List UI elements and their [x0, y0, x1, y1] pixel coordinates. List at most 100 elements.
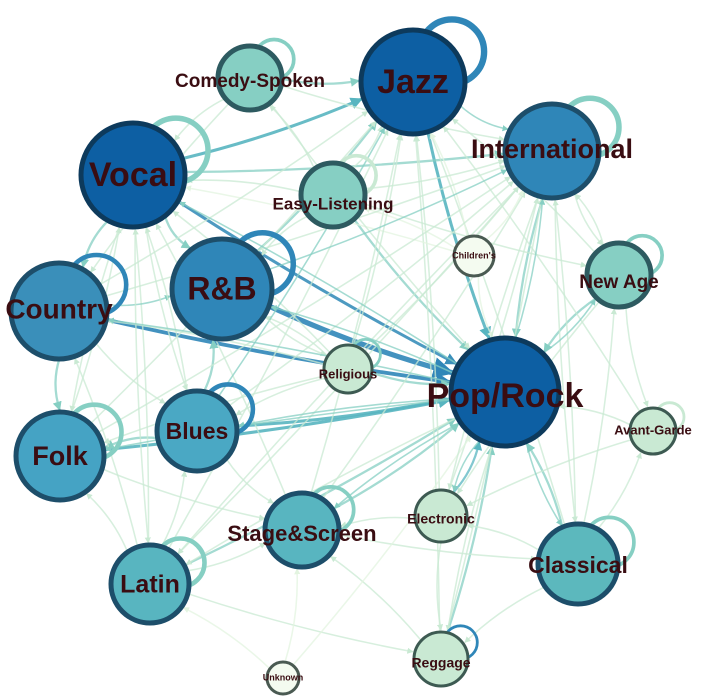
- label-new-age: New Age: [579, 272, 659, 293]
- edge-vocal-to-country: [80, 219, 109, 269]
- edge-religious-to-international: [363, 186, 520, 353]
- label-vocal: Vocal: [89, 156, 177, 194]
- node-easy-listening: [298, 160, 368, 230]
- edge-avant-garde-to-electronic: [466, 438, 632, 507]
- edge-stage-screen-to-classical: [338, 533, 537, 562]
- edge-vocal-to-pop-rock: [177, 199, 458, 366]
- edge-classical-to-avant-garde: [597, 452, 642, 530]
- edge-easy-listening-to-pop-rock: [353, 218, 469, 351]
- label-latin: Latin: [120, 571, 180, 599]
- edge-childrens-to-easy-listening: [363, 206, 457, 249]
- edge-classical-to-new-age: [582, 308, 617, 525]
- node-country: [8, 260, 110, 362]
- node-reggage: [412, 630, 470, 688]
- label-unknown: Unknown: [263, 672, 304, 682]
- node-electronic: [413, 488, 469, 544]
- label-religious: Religious: [319, 366, 378, 381]
- edge-jazz-to-international: [459, 104, 509, 132]
- edge-country-to-pop-rock: [105, 317, 452, 388]
- edge-unknown-to-latin: [182, 607, 271, 670]
- node-religious: [322, 343, 374, 395]
- edge-pop-rock-to-reggage: [445, 444, 494, 632]
- edge-comedy-spoken-to-jazz: [281, 77, 360, 87]
- edge-pop-rock-to-blues: [238, 398, 452, 428]
- edge-country-to-international: [104, 165, 506, 297]
- edge-latin-to-vocal: [132, 228, 150, 546]
- label-rnb: R&B: [187, 270, 256, 306]
- edge-rnb-to-pop-rock: [267, 303, 455, 378]
- edge-childrens-to-international: [485, 189, 524, 241]
- edge-classical-to-pop-rock: [525, 442, 564, 528]
- node-pop-rock: [448, 335, 562, 449]
- label-electronic: Electronic: [407, 511, 475, 527]
- label-country: Country: [5, 293, 113, 324]
- edge-easy-listening-to-vocal: [186, 177, 302, 193]
- edge-easy-listening-to-rnb: [261, 215, 309, 256]
- node-classical: [535, 521, 621, 607]
- edge-folk-to-pop-rock: [103, 396, 451, 452]
- edge-country-to-rnb: [106, 295, 172, 307]
- node-latin: [108, 542, 192, 626]
- edge-international-to-new-age: [573, 192, 604, 246]
- label-layer: JazzVocalInternationalPop/RockR&BCountry…: [5, 63, 691, 682]
- edge-unknown-to-pop-rock: [292, 435, 472, 666]
- edge-stage-screen-to-international: [321, 191, 526, 500]
- edge-blues-to-stage-screen: [225, 457, 275, 504]
- edge-religious-to-jazz: [352, 134, 404, 346]
- edge-electronic-to-jazz: [414, 135, 441, 491]
- edge-religious-to-blues: [235, 377, 326, 416]
- node-layer: [8, 27, 678, 696]
- label-classical: Classical: [528, 552, 628, 578]
- edge-stage-screen-to-pop-rock: [332, 422, 460, 511]
- label-childrens: Children's: [452, 250, 496, 260]
- edge-folk-to-international: [97, 176, 511, 434]
- label-pop-rock: Pop/Rock: [427, 377, 584, 415]
- node-blues: [154, 388, 240, 474]
- edge-easy-listening-to-international: [364, 159, 505, 190]
- edge-latin-to-blues: [160, 470, 188, 548]
- edge-avant-garde-to-pop-rock: [558, 403, 632, 426]
- edge-comedy-spoken-to-vocal: [173, 97, 226, 141]
- edge-classical-to-electronic: [466, 522, 541, 552]
- edge-international-to-classical: [554, 197, 578, 523]
- edge-rnb-to-religious: [263, 315, 327, 357]
- node-stage-screen: [262, 490, 342, 570]
- label-easy-listening: Easy-Listening: [273, 194, 394, 213]
- edge-childrens-to-pop-rock: [477, 275, 494, 338]
- label-reggage: Reggage: [411, 655, 470, 671]
- edge-vocal-to-latin: [134, 226, 151, 544]
- edge-reggage-to-pop-rock: [446, 445, 496, 634]
- node-vocal: [78, 120, 188, 230]
- edge-blues-to-international: [227, 180, 515, 407]
- edge-pop-rock-to-rnb: [270, 305, 455, 375]
- edge-avant-garde-to-jazz: [442, 126, 641, 413]
- node-new-age: [584, 240, 654, 310]
- edge-blues-to-jazz: [217, 127, 386, 398]
- edge-vocal-to-jazz: [181, 97, 363, 161]
- edge-comedy-spoken-to-pop-rock: [269, 102, 471, 350]
- label-jazz: Jazz: [377, 63, 449, 101]
- label-comedy-spoken: Comedy-Spoken: [175, 71, 325, 92]
- edge-vocal-to-rnb: [163, 215, 191, 249]
- edge-classical-to-reggage: [464, 586, 546, 644]
- edge-pop-rock-to-classical: [525, 441, 563, 526]
- edge-religious-to-pop-rock: [371, 371, 451, 389]
- edge-blues-to-vocal: [145, 226, 189, 393]
- edge-childrens-to-jazz: [430, 132, 469, 238]
- edge-pop-rock-to-country: [107, 317, 453, 384]
- edge-pop-rock-to-folk: [104, 398, 452, 452]
- edge-new-age-to-international: [574, 193, 605, 247]
- edge-latin-to-stage-screen: [186, 542, 266, 572]
- label-stage-screen: Stage&Screen: [227, 521, 376, 546]
- edge-country-to-blues: [94, 342, 166, 405]
- edge-easy-listening-to-comedy-spoken: [269, 105, 316, 170]
- edge-unknown-to-stage-screen: [284, 568, 301, 663]
- node-comedy-spoken: [215, 43, 285, 113]
- edge-folk-to-stage-screen: [101, 468, 266, 521]
- label-blues: Blues: [166, 418, 229, 444]
- node-avant-garde: [628, 406, 678, 456]
- edge-stage-screen-to-jazz: [310, 133, 402, 495]
- node-jazz: [358, 27, 468, 137]
- edge-latin-to-reggage: [187, 592, 414, 654]
- node-rnb: [169, 236, 275, 342]
